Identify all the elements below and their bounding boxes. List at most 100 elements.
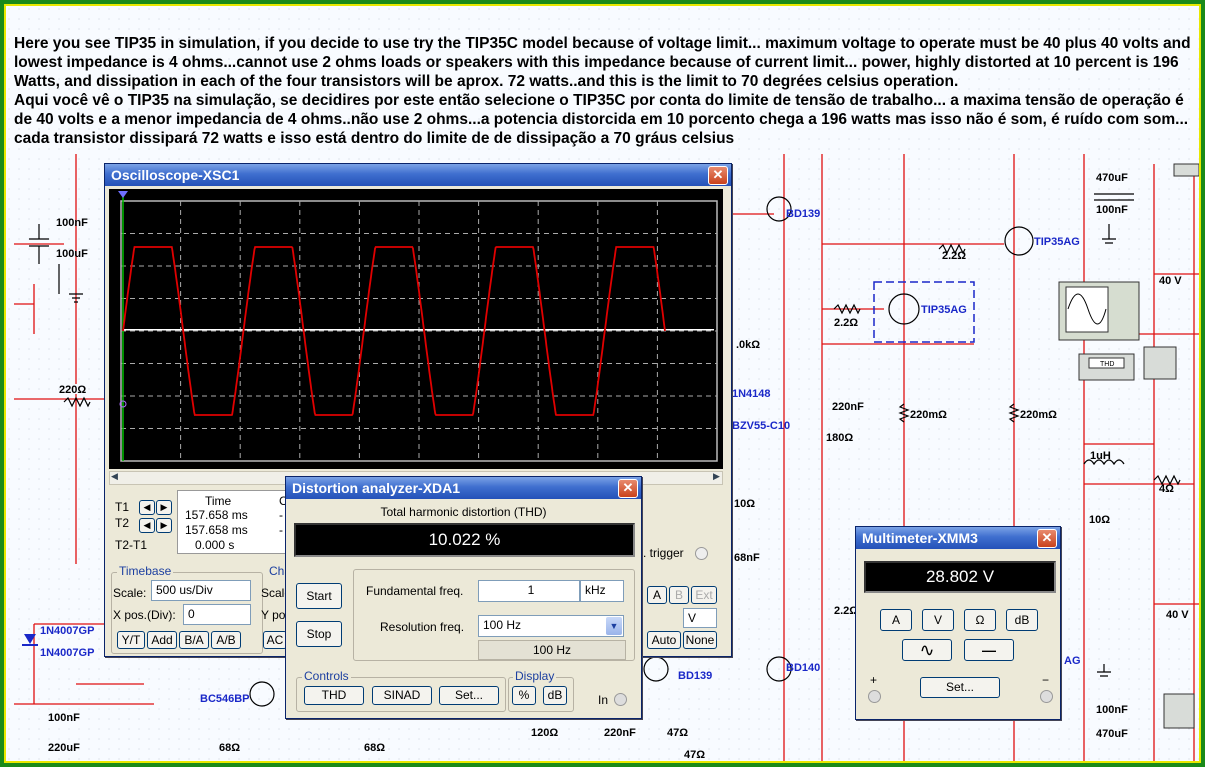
label-r68-b: 68Ω [364, 742, 385, 754]
label-c470uf-br: 470uF [1096, 728, 1128, 740]
sinad-button[interactable]: SINAD [372, 686, 432, 705]
close-icon[interactable]: ✕ [1037, 529, 1057, 548]
label-r22-b: 2.2Ω [834, 317, 858, 329]
resolution-freq-label: Resolution freq. [380, 620, 465, 634]
label-r220-left: 220Ω [59, 384, 86, 396]
label-c100nf-bl: 100nF [48, 712, 80, 724]
label-r1k: .0kΩ [736, 339, 760, 351]
dc-mode-icon[interactable]: — [964, 639, 1014, 661]
display-title: Display [513, 669, 557, 683]
mode-yt-button[interactable]: Y/T [117, 631, 145, 649]
close-icon[interactable]: ✕ [708, 166, 728, 185]
minus-terminal[interactable] [1040, 690, 1053, 703]
frequency-group [353, 569, 635, 661]
label-r47-b: 47Ω [684, 749, 705, 761]
trigger-ext-button[interactable]: Ext [691, 586, 717, 604]
resolution-freq-select[interactable]: 100 Hz [478, 615, 624, 637]
t2-channel-value: - [279, 523, 283, 537]
stop-button[interactable]: Stop [296, 621, 342, 647]
label-bd139-bot: BD139 [678, 670, 712, 682]
t2t1-label: T2-T1 [115, 538, 148, 552]
set-button[interactable]: Set... [920, 677, 1000, 698]
fundamental-freq-field[interactable]: 1 [478, 580, 580, 602]
distortion-analyzer-window: Distortion analyzer-XDA1 ✕ Total harmoni… [285, 476, 642, 719]
label-r22-c: 2.2Ω [834, 605, 858, 617]
label-c220nf-mid: 220nF [832, 401, 864, 413]
plus-terminal[interactable] [868, 690, 881, 703]
volt-button[interactable]: V [922, 609, 954, 631]
mode-add-button[interactable]: Add [147, 631, 177, 649]
label-tip35ag-top: TIP35AG [1034, 236, 1080, 248]
trigger-b-button[interactable]: B [669, 586, 689, 604]
caption-text: Here you see TIP35 in simulation, if you… [14, 34, 1201, 148]
thd-button[interactable]: THD [304, 686, 364, 705]
label-c100nf-tl: 100nF [56, 217, 88, 229]
label-v40-top: 40 V [1159, 275, 1182, 287]
input-terminal[interactable] [614, 693, 627, 706]
timebase-scale-field[interactable]: 500 us/Div [151, 580, 251, 601]
trigger-level-field[interactable]: V [683, 608, 717, 628]
controls-group [296, 677, 506, 712]
distortion-titlebar[interactable]: Distortion analyzer-XDA1 ✕ [286, 477, 641, 499]
cursor-t1-marker-icon[interactable] [118, 191, 128, 198]
label-c470uf-tr: 470uF [1096, 172, 1128, 184]
channel-ypos-label: Y po [261, 608, 286, 622]
trigger-radio[interactable] [695, 547, 708, 560]
timebase-group [111, 572, 263, 654]
oscilloscope-titlebar[interactable]: Oscilloscope-XSC1 ✕ [105, 164, 731, 186]
label-ag-bot: AG [1064, 655, 1081, 667]
t1-channel-value: - [279, 508, 283, 522]
multimeter-display: 28.802 V [864, 561, 1056, 593]
t1-label: T1 [115, 500, 130, 514]
ampere-button[interactable]: A [880, 609, 912, 631]
scroll-left-icon[interactable]: ◀ [111, 471, 118, 481]
label-r180: 180Ω [826, 432, 853, 444]
ohm-button[interactable]: Ω [964, 609, 996, 631]
chevron-down-icon[interactable]: ▼ [606, 617, 622, 635]
label-r220m-b: 220mΩ [1020, 409, 1057, 421]
close-icon[interactable]: ✕ [618, 479, 638, 498]
thd-header: Total harmonic distortion (THD) [380, 505, 547, 519]
start-button[interactable]: Start [296, 583, 342, 609]
input-label: In [598, 693, 609, 707]
mode-ab-button[interactable]: A/B [211, 631, 241, 649]
db-button[interactable]: dB [543, 686, 567, 705]
label-c100nf-tr: 100nF [1096, 204, 1128, 216]
time-header: Time [205, 494, 232, 508]
ac-mode-icon[interactable]: ∿ [902, 639, 952, 661]
mode-ba-button[interactable]: B/A [179, 631, 209, 649]
ch-header: C [279, 494, 288, 508]
multimeter-window: Multimeter-XMM3 ✕ 28.802 V A V Ω dB ∿ — … [855, 526, 1061, 720]
scroll-right-icon[interactable]: ▶ [713, 471, 720, 481]
percent-button[interactable]: % [512, 686, 536, 705]
label-bd139-top: BD139 [786, 208, 820, 220]
label-thd-box: THD [1100, 361, 1114, 368]
t1-time-value: 157.658 ms [185, 508, 248, 522]
label-1n4007-b: 1N4007GP [40, 647, 94, 659]
xpos-label: X pos.(Div): [113, 608, 176, 622]
label-c220uf-bl: 220uF [48, 742, 80, 754]
t1-left-arrow-icon[interactable]: ◀ [139, 500, 155, 515]
fundamental-unit-field[interactable]: kHz [580, 580, 624, 602]
label-1n4148: 1N4148 [732, 388, 771, 400]
minus-terminal-label: − [1042, 673, 1050, 687]
trigger-label: . trigger [643, 546, 684, 560]
db-button[interactable]: dB [1006, 609, 1038, 631]
label-bc546: BC546BP [200, 693, 250, 705]
coupling-ac-button[interactable]: AC [263, 631, 287, 649]
set-button[interactable]: Set... [439, 686, 499, 705]
trigger-auto-button[interactable]: Auto [647, 631, 681, 649]
label-r220m-a: 220mΩ [910, 409, 947, 421]
distortion-title: Distortion analyzer-XDA1 [292, 480, 461, 496]
t2-left-arrow-icon[interactable]: ◀ [139, 518, 155, 533]
t1-right-arrow-icon[interactable]: ▶ [156, 500, 172, 515]
label-c220nf-bot: 220nF [604, 727, 636, 739]
xpos-field[interactable]: 0 [183, 604, 251, 625]
t2-right-arrow-icon[interactable]: ▶ [156, 518, 172, 533]
trigger-none-button[interactable]: None [683, 631, 717, 649]
channel-a-marker-icon [119, 400, 127, 408]
multimeter-titlebar[interactable]: Multimeter-XMM3 ✕ [856, 527, 1060, 549]
trigger-a-button[interactable]: A [647, 586, 667, 604]
label-bzv: BZV55-C10 [732, 420, 790, 432]
